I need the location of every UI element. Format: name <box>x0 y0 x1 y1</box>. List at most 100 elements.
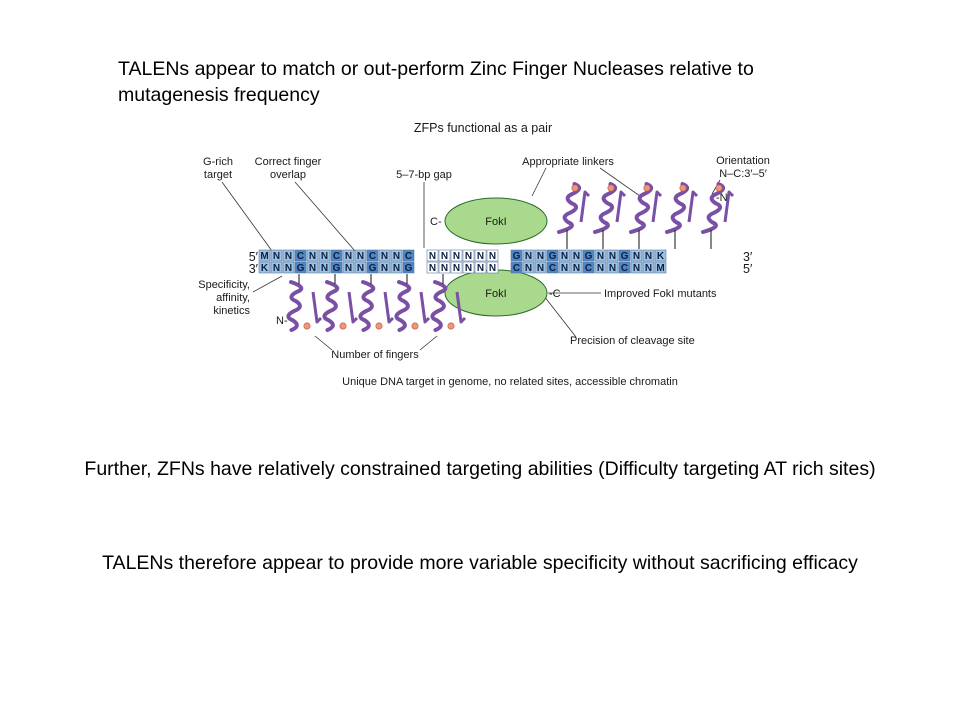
dna-base-box <box>570 249 583 262</box>
zinc-ion <box>607 184 615 192</box>
dna-base-box <box>378 249 391 262</box>
dna-base-letter: C <box>513 263 520 274</box>
dna-base-box <box>522 249 535 262</box>
ribbon-helix <box>322 280 340 332</box>
dna-base-letter: G <box>333 263 341 274</box>
diagram-header: ZFPs functional as a pair <box>414 121 552 135</box>
label-grich-1: G-rich <box>203 156 233 168</box>
dna-base-box <box>438 261 451 274</box>
dna-base-box <box>618 249 631 262</box>
dna-base-letter: N <box>489 263 496 274</box>
dna-base-box <box>306 261 319 274</box>
slide-text-para-3: TALENs therefore appear to provide more … <box>102 552 858 574</box>
label-number-of-fingers: Number of fingers <box>331 349 419 361</box>
dna-base-box <box>462 249 475 262</box>
ribbon-strand <box>347 291 359 324</box>
dna-base-box <box>522 261 535 274</box>
dna-base-letter: N <box>381 263 388 274</box>
end-3-top: 3′ <box>249 262 259 276</box>
dna-base-letter: N <box>561 263 568 274</box>
ribbon-strand <box>723 190 735 223</box>
dna-base-box <box>630 249 643 262</box>
zinc-finger-motif <box>358 274 395 332</box>
dna-base-box <box>258 261 271 274</box>
dna-base-box <box>486 261 499 274</box>
terminus-c-top: C- <box>430 216 442 228</box>
dna-base-letter: N <box>393 251 400 262</box>
end-5-bottom: 5′ <box>743 262 753 276</box>
dna-base-letter: G <box>513 251 521 262</box>
dna-base-letter: N <box>273 251 280 262</box>
dna-base-box <box>534 261 547 274</box>
dna-base-box <box>654 249 667 262</box>
dna-base-letter: N <box>597 263 604 274</box>
dna-base-letter: N <box>633 263 640 274</box>
dna-base-letter: N <box>597 251 604 262</box>
ribbon-helix <box>557 182 582 234</box>
label-precision: Precision of cleavage site <box>570 335 695 347</box>
zinc-ion <box>375 322 383 330</box>
dna-base-box <box>474 249 487 262</box>
dna-base-box <box>282 249 295 262</box>
dna-base-letter: K <box>261 263 269 274</box>
dna-base-box <box>366 261 379 274</box>
dna-base-letter: N <box>429 263 436 274</box>
zinc-ion <box>679 184 687 192</box>
label-orientation-2: N–C:3′–5′ <box>719 168 767 180</box>
dna-base-box <box>474 261 487 274</box>
dna-base-box <box>318 249 331 262</box>
zinc-ion <box>339 322 347 330</box>
zinc-finger-motif <box>593 182 627 249</box>
ribbon-strand <box>615 190 627 223</box>
dna-base-letter: N <box>453 263 460 274</box>
dna-base-box <box>606 249 619 262</box>
label-grich-2: target <box>204 169 232 181</box>
dna-base-box <box>654 261 667 274</box>
dna-base-box <box>462 261 475 274</box>
dna-base-letter: N <box>357 263 364 274</box>
dna-base-letter: N <box>345 251 352 262</box>
dna-base-box <box>582 249 595 262</box>
foki-bottom-label: FokI <box>485 288 506 300</box>
dna-base-letter: C <box>297 251 304 262</box>
dna-base-box <box>642 261 655 274</box>
label-footer: Unique DNA target in genome, no related … <box>342 376 678 388</box>
dna-base-letter: N <box>573 263 580 274</box>
dna-base-letter: C <box>585 263 592 274</box>
dna-base-box <box>450 261 463 274</box>
ribbon-strand <box>687 190 699 223</box>
dna-base-letter: N <box>465 251 472 262</box>
zinc-ion <box>571 184 579 192</box>
dna-base-box <box>594 261 607 274</box>
label-specificity-3: kinetics <box>213 305 250 317</box>
zinc-finger-motif <box>557 182 591 249</box>
label-overlap-2: overlap <box>270 169 306 181</box>
label-orientation-1: Orientation <box>716 155 770 167</box>
dna-base-letter: G <box>549 251 557 262</box>
ribbon-helix <box>701 182 726 234</box>
dna-base-letter: N <box>285 251 292 262</box>
dna-base-box <box>546 261 559 274</box>
dna-base-letter: G <box>297 263 305 274</box>
ribbon-helix <box>593 182 618 234</box>
dna-base-letter: N <box>357 251 364 262</box>
dna-base-letter: G <box>585 251 593 262</box>
dna-base-box <box>318 261 331 274</box>
dna-base-letter: N <box>453 251 460 262</box>
dna-base-letter: K <box>657 251 665 262</box>
dna-base-letter: N <box>345 263 352 274</box>
dna-base-letter: G <box>621 251 629 262</box>
end-5-top: 5′ <box>249 250 259 264</box>
dna-base-box <box>402 249 415 262</box>
dna-base-letter: M <box>656 263 664 274</box>
dna-base-box <box>582 261 595 274</box>
ribbon-helix <box>358 280 376 332</box>
foki-top-label: FokI <box>485 216 506 228</box>
dna-base-box <box>282 261 295 274</box>
zinc-finger-motif <box>629 182 663 249</box>
zinc-finger-motif <box>322 274 359 332</box>
dna-base-box <box>354 261 367 274</box>
ribbon-strand <box>579 190 591 223</box>
